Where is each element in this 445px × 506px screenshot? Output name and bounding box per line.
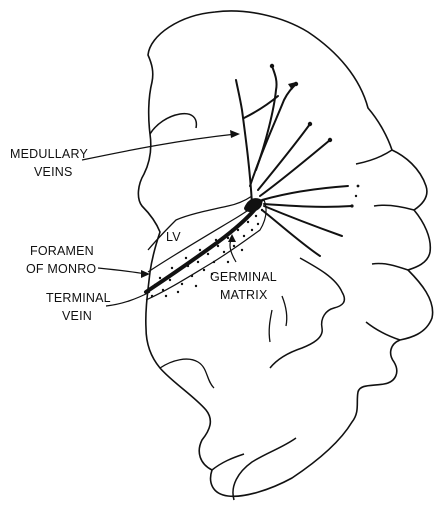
lateral-fissure [212,438,296,500]
leader-terminal-vein [106,292,150,306]
label-medullary-veins-line1: MEDULLARY [10,147,88,161]
label-foramen-line1: FORAMEN [30,244,94,258]
sulcus-right-mid [372,205,414,270]
label-medullary-veins-line2: VEINS [34,165,73,179]
medullary-veins [236,66,352,256]
arrow-medullary [230,130,240,138]
brain-outline [138,11,432,496]
sulcus-right-upper [356,150,392,164]
lateral-ventricle-floor [148,196,252,250]
label-lv: LV [166,230,181,244]
leader-foramen [98,268,146,274]
leader-medullary-veins [82,134,236,160]
temporal-lobe-fold [270,258,344,368]
sulcus-right-lower [366,322,400,340]
inner-lower-contour [160,359,214,388]
label-germinal-line1: GERMINAL [210,270,277,284]
label-foramen-line2: OF MONRO [26,262,96,276]
vein-junction-knot [244,198,262,212]
label-terminal-line1: TERMINAL [46,291,111,305]
insula-contour [269,296,287,342]
label-germinal-line2: MATRIX [220,288,268,302]
label-terminal-line2: VEIN [62,309,92,323]
sulcus-upper-left [150,114,196,134]
